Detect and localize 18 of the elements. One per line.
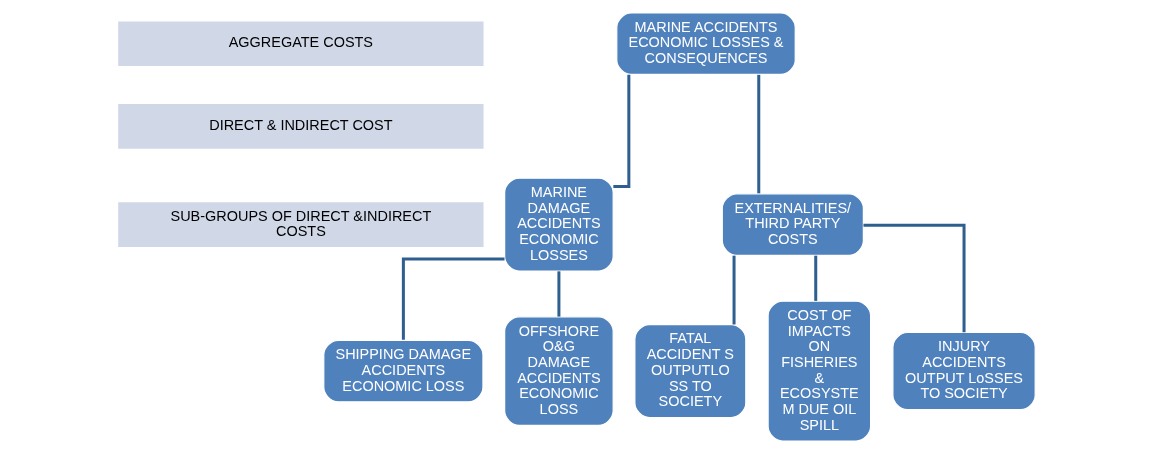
connector: [814, 255, 818, 301]
connector: [757, 74, 761, 194]
node-box: FATAL ACCIDENT S OUTPUTLO SS TO SOCIETY: [634, 324, 747, 419]
node-box: SUB-GROUPS OF DIRECT &INDIRECT COSTS: [118, 202, 484, 247]
connector: [557, 271, 561, 317]
node-box: AGGREGATE COSTS: [118, 21, 484, 67]
connector: [863, 223, 966, 333]
node-box: EXTERNALITIES/ THIRD PARTY COSTS: [721, 193, 864, 256]
node-box: MARINE DAMAGE ACCIDENTS ECONOMIC LOSSES: [504, 177, 614, 272]
node-box: SHIPPING DAMAGE ACCIDENTS ECONOMIC LOSS: [323, 339, 484, 403]
node-box: DIRECT & INDIRECT COST: [118, 104, 484, 149]
node-box: OFFSHORE O&G DAMAGE ACCIDENTS ECONOMIC LOSS: [504, 316, 614, 426]
node-box: INJURY ACCIDENTS OUTPUT LoSSES TO SOCIETY: [892, 331, 1036, 411]
connector: [401, 257, 505, 340]
connector: [613, 74, 631, 189]
node-box: MARINE ACCIDENTS ECONOMIC LOSSES & CONSEQUENCES: [616, 12, 796, 76]
node-box: COST OF IMPACTS ON FISHERIES & ECOSYSTE M DUE OIL SPILL: [767, 300, 872, 442]
connector: [732, 255, 736, 325]
